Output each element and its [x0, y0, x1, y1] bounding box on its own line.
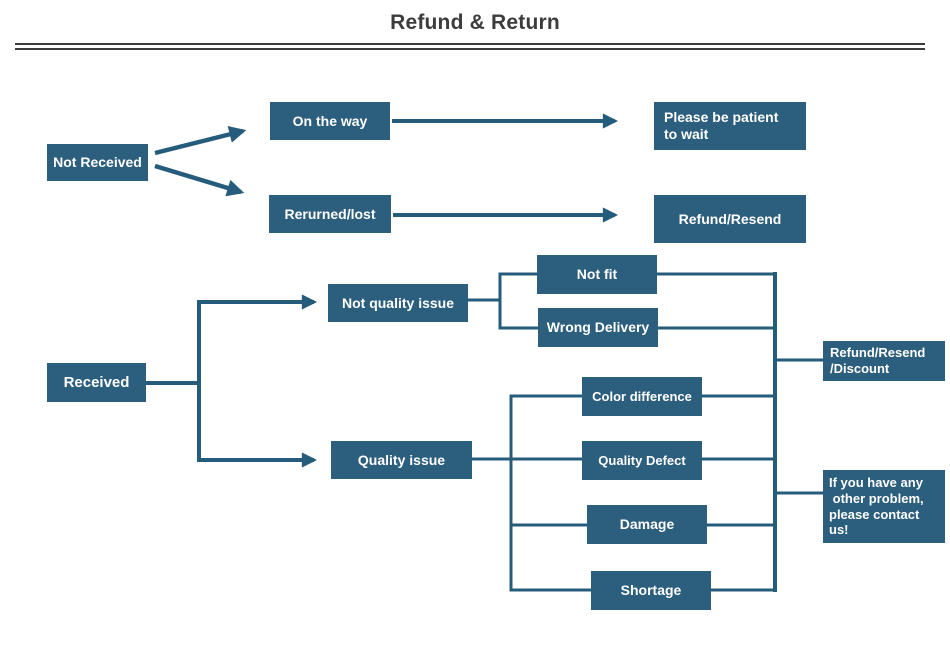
node-refund-resend-discount: Refund/Resend /Discount: [823, 341, 945, 381]
edge-not-received-returned-lost: [154, 163, 245, 197]
node-color-difference: Color difference: [582, 377, 702, 416]
node-refund-resend: Refund/Resend: [654, 195, 806, 243]
node-contact-us: If you have any other problem, please co…: [823, 470, 945, 543]
node-quality-defect: Quality Defect: [582, 441, 702, 480]
node-on-the-way: On the way: [270, 102, 390, 140]
node-wrong-delivery: Wrong Delivery: [538, 308, 658, 347]
node-damage: Damage: [587, 505, 707, 544]
node-not-received: Not Received: [47, 144, 148, 181]
node-not-fit: Not fit: [537, 255, 657, 294]
node-quality-issue: Quality issue: [331, 441, 472, 479]
edge-not-received-on-the-way: [154, 126, 247, 156]
title-divider: [15, 43, 925, 50]
node-returned-lost: Rerurned/lost: [269, 195, 391, 233]
node-shortage: Shortage: [591, 571, 711, 610]
node-received: Received: [47, 363, 146, 402]
node-not-quality-issue: Not quality issue: [328, 284, 468, 322]
node-please-be-patient: Please be patient to wait: [654, 102, 806, 150]
page-title: Refund & Return: [390, 11, 560, 34]
